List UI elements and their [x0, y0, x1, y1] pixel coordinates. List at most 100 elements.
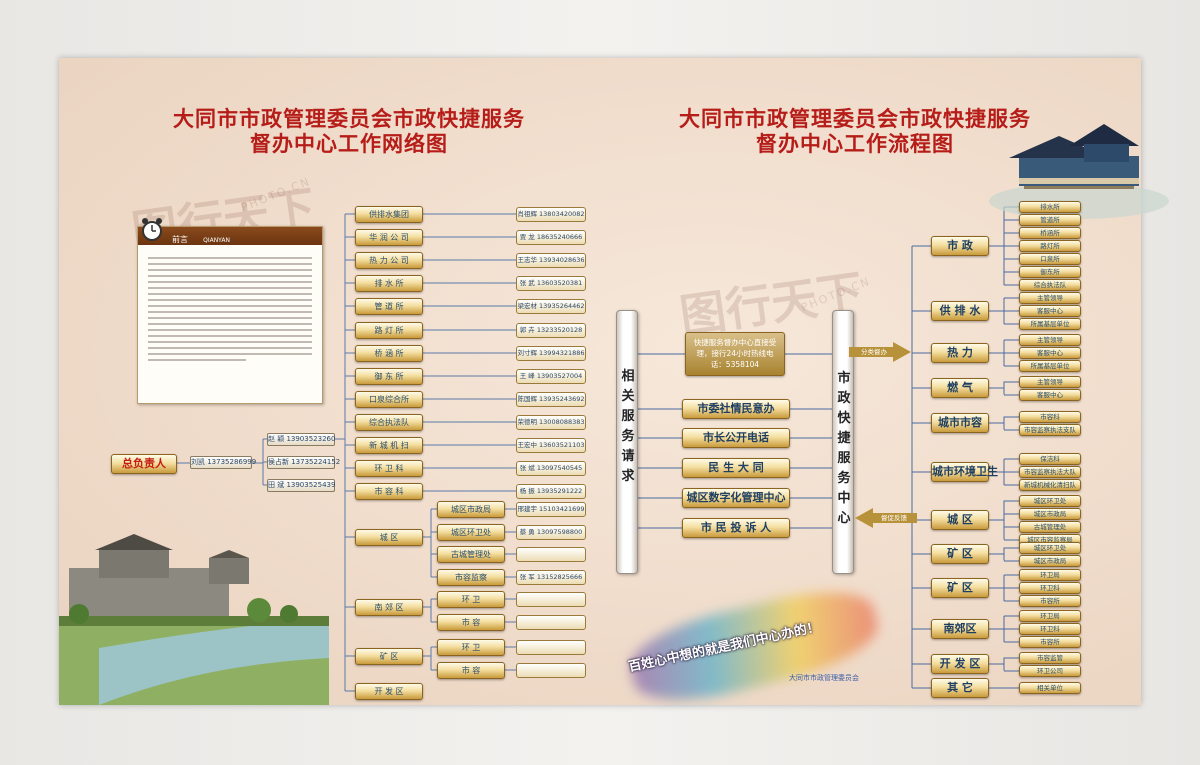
department-sub-box: 古城管理处 [1019, 521, 1081, 533]
service-center-panel: 市政快捷服务中心 [832, 310, 854, 574]
district-sub-contact [516, 592, 586, 607]
unit-contact: 张 武 13603520381 [516, 276, 586, 291]
unit-contact: 梁宏材 13935264462 [516, 299, 586, 314]
department-sub-box: 桥涵所 [1019, 227, 1081, 239]
request-channel-box: 城区数字化管理中心 [682, 488, 790, 508]
department-sub-box: 市容所 [1019, 636, 1081, 648]
district-box: 南 郊 区 [355, 599, 423, 616]
department-box: 南郊区 [931, 619, 989, 639]
department-sub-box: 客服中心 [1019, 347, 1081, 359]
department-sub-box: 环卫科 [1019, 623, 1081, 635]
department-sub-box: 管道所 [1019, 214, 1081, 226]
related-service-requests-panel: 相关服务请求 [616, 310, 638, 574]
department-sub-box: 主管领导 [1019, 292, 1081, 304]
unit-contact: 荣德明 13008088383 [516, 415, 586, 430]
department-sub-box: 市容所 [1019, 595, 1081, 607]
head-box: 总负责人 [111, 454, 177, 474]
connector-lines [177, 206, 1019, 692]
department-sub-box: 所属基层单位 [1019, 318, 1081, 330]
department-sub-box: 市容监察执法大队 [1019, 466, 1081, 478]
flow-title-line-1: 大同市市政管理委员会市政快捷服务 [679, 106, 1031, 131]
unit-contact: 郭 卉 13233520128 [516, 323, 586, 338]
unit-contact: 刘寸辉 13994321886 [516, 346, 586, 361]
unit-box: 口泉综合所 [355, 391, 423, 408]
district-sub-box: 城区环卫处 [437, 524, 505, 541]
feedback-arrow-label: 督促反馈 [881, 514, 907, 522]
district-sub-box: 城区市政局 [437, 501, 505, 518]
deputy-contact: 赵 颖 13903523260 [267, 433, 335, 446]
department-sub-box: 客服中心 [1019, 305, 1081, 317]
unit-box: 综合执法队 [355, 414, 423, 431]
department-sub-box: 环卫公司 [1019, 665, 1081, 677]
unit-contact: 肖祖辉 13803420082 [516, 207, 586, 222]
unit-box: 华 润 公 司 [355, 229, 423, 246]
unit-box: 供排水集团 [355, 206, 423, 223]
department-sub-box: 主管领导 [1019, 334, 1081, 346]
department-sub-box: 综合执法队 [1019, 279, 1081, 291]
district-sub-contact [516, 663, 586, 678]
department-sub-box: 主管领导 [1019, 376, 1081, 388]
request-channel-box: 民 生 大 同 [682, 458, 790, 478]
organization-name: 大同市市政管理委员会 [789, 674, 859, 682]
dispatch-arrow-label: 分类督办 [861, 348, 887, 356]
feedback-arrow [855, 508, 917, 528]
department-sub-box: 口泉所 [1019, 253, 1081, 265]
deputy-contact: 侯占新 13735224152 [267, 456, 340, 469]
department-sub-box: 城区市政局 [1019, 508, 1081, 520]
unit-box: 市 容 科 [355, 483, 423, 500]
department-sub-box: 所属基层单位 [1019, 360, 1081, 372]
network-title-line-2: 督办中心工作网络图 [250, 131, 448, 156]
request-channel-box: 市长公开电话 [682, 428, 790, 448]
district-sub-contact [516, 640, 586, 655]
alarm-clock-icon [142, 218, 162, 241]
district-sub-contact: 张 军 13152825666 [516, 570, 586, 585]
poster-board: 大同市市政管理委员会市政快捷服务 督办中心工作网络图 大同市市政管理委员会市政快… [59, 58, 1169, 716]
district-sub-box: 市 容 [437, 662, 505, 679]
head-name: 刘凯 13735286999 [190, 456, 256, 469]
department-box: 燃 气 [931, 378, 989, 398]
department-sub-box: 城区环卫处 [1019, 542, 1081, 554]
flow-chart-title: 大同市市政管理委员会市政快捷服务 督办中心工作流程图 [655, 106, 1055, 156]
department-box: 开 发 区 [931, 654, 989, 674]
intro-header: 前言 QIANYAN [138, 227, 322, 245]
service-center-text: 市政快捷服务中心 [837, 371, 851, 526]
department-box: 城 区 [931, 510, 989, 530]
department-box: 城市环境卫生 [931, 462, 998, 482]
unit-box: 新 城 机 扫 [355, 437, 423, 454]
department-sub-box: 相关单位 [1019, 682, 1081, 694]
request-channel-box: 市 民 投 诉 人 [682, 518, 790, 538]
district-sub-box: 市容监察 [437, 569, 505, 586]
department-box: 城市市容 [931, 413, 989, 433]
district-sub-contact [516, 615, 586, 630]
unit-box: 桥 涵 所 [355, 345, 423, 362]
network-chart-title: 大同市市政管理委员会市政快捷服务 督办中心工作网络图 [149, 106, 549, 156]
intro-body-text [138, 245, 322, 373]
department-box: 矿 区 [931, 544, 989, 564]
department-sub-box: 新城机械化清扫队 [1019, 479, 1081, 491]
department-box: 热 力 [931, 343, 989, 363]
network-title-line-1: 大同市市政管理委员会市政快捷服务 [173, 106, 525, 131]
department-sub-box: 市容监察执法支队 [1019, 424, 1081, 436]
department-box: 其 它 [931, 678, 989, 698]
department-box: 市 政 [931, 236, 989, 256]
department-sub-box: 环卫局 [1019, 610, 1081, 622]
department-sub-box: 排水所 [1019, 201, 1081, 213]
department-sub-box: 城区环卫处 [1019, 495, 1081, 507]
district-box: 开 发 区 [355, 683, 423, 700]
department-sub-box: 保洁科 [1019, 453, 1081, 465]
unit-box: 路 灯 所 [355, 322, 423, 339]
request-channel-box: 市委社情民意办 [682, 399, 790, 419]
department-box: 供 排 水 [931, 301, 989, 321]
unit-box: 环 卫 科 [355, 460, 423, 477]
district-sub-box: 环 卫 [437, 591, 505, 608]
department-sub-box: 市容科 [1019, 411, 1081, 423]
department-box: 矿 区 [931, 578, 989, 598]
district-box: 矿 区 [355, 648, 423, 665]
district-sub-box: 环 卫 [437, 639, 505, 656]
related-service-requests-text: 相关服务请求 [621, 369, 635, 484]
unit-contact: 张 斌 13097540545 [516, 461, 586, 476]
intro-header-sub: QIANYAN [203, 237, 230, 244]
department-sub-box: 客服中心 [1019, 389, 1081, 401]
department-sub-box: 御东所 [1019, 266, 1081, 278]
district-sub-box: 古城管理处 [437, 546, 505, 563]
